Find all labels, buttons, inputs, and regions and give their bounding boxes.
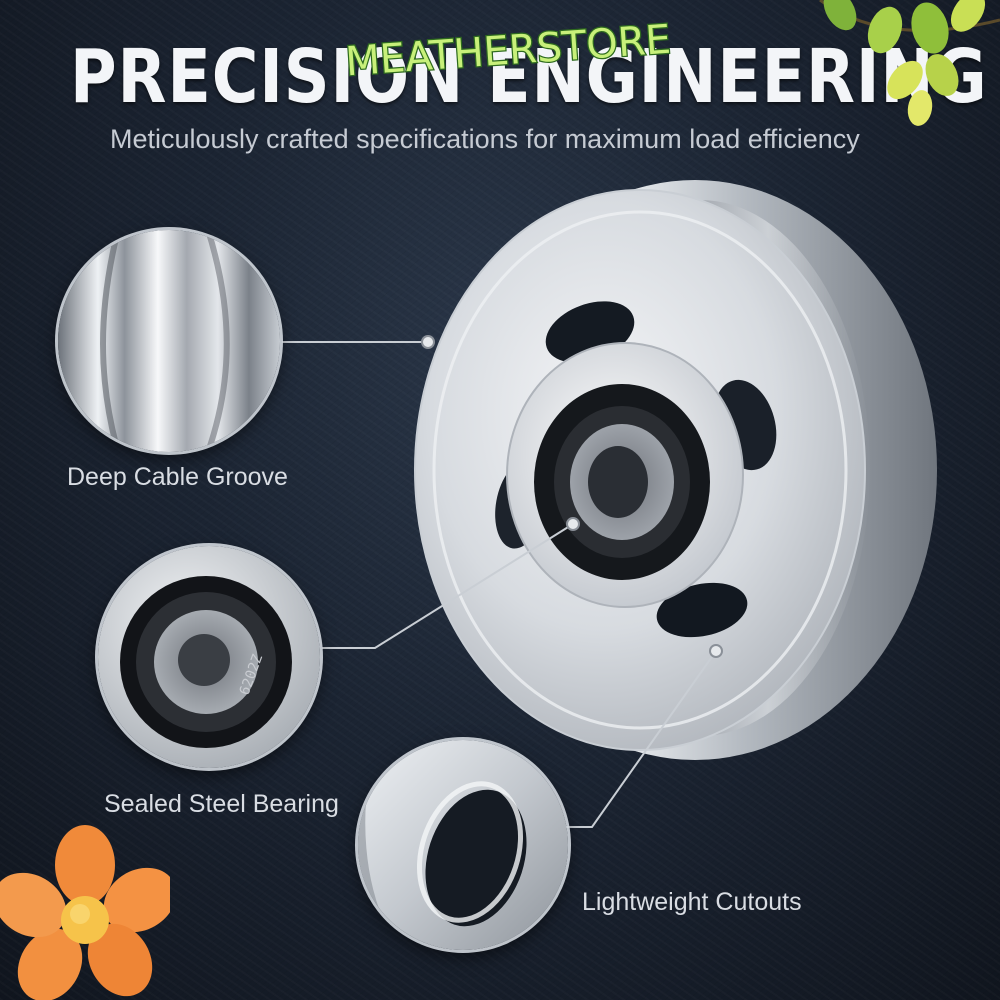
detail-circle-cutouts: [358, 740, 568, 950]
detail-circle-bearing: 6202Z: [98, 546, 320, 768]
callout-label-cutouts: Lightweight Cutouts: [582, 888, 802, 916]
connector-dot: [709, 644, 723, 658]
page-title: PRECISION ENGINEERING: [70, 34, 988, 120]
leaf-icon: [925, 54, 959, 96]
bearing-bore: [588, 446, 648, 518]
leaf-icon: [867, 6, 903, 54]
connector-line-cutouts: [560, 650, 717, 828]
leaf-icon: [823, 0, 857, 31]
leaf-icon: [950, 0, 986, 32]
leaf-icon: [911, 2, 949, 54]
callout-label-groove: Deep Cable Groove: [67, 463, 288, 491]
flower-decoration: [0, 825, 170, 1000]
detail-circle-groove: [58, 230, 280, 452]
flower-icon: [0, 825, 170, 1000]
cutout-hole: [656, 582, 748, 638]
callout-label-bearing: Sealed Steel Bearing: [104, 790, 339, 818]
connector-dot: [566, 517, 580, 531]
leaf-decoration: [819, 0, 1000, 126]
leaf-icon: [887, 60, 923, 100]
connector-dot: [421, 335, 435, 349]
page-subtitle: Meticulously crafted specifications for …: [110, 124, 860, 154]
leaf-icon: [907, 90, 933, 126]
connector-line-bearing: [322, 523, 574, 649]
